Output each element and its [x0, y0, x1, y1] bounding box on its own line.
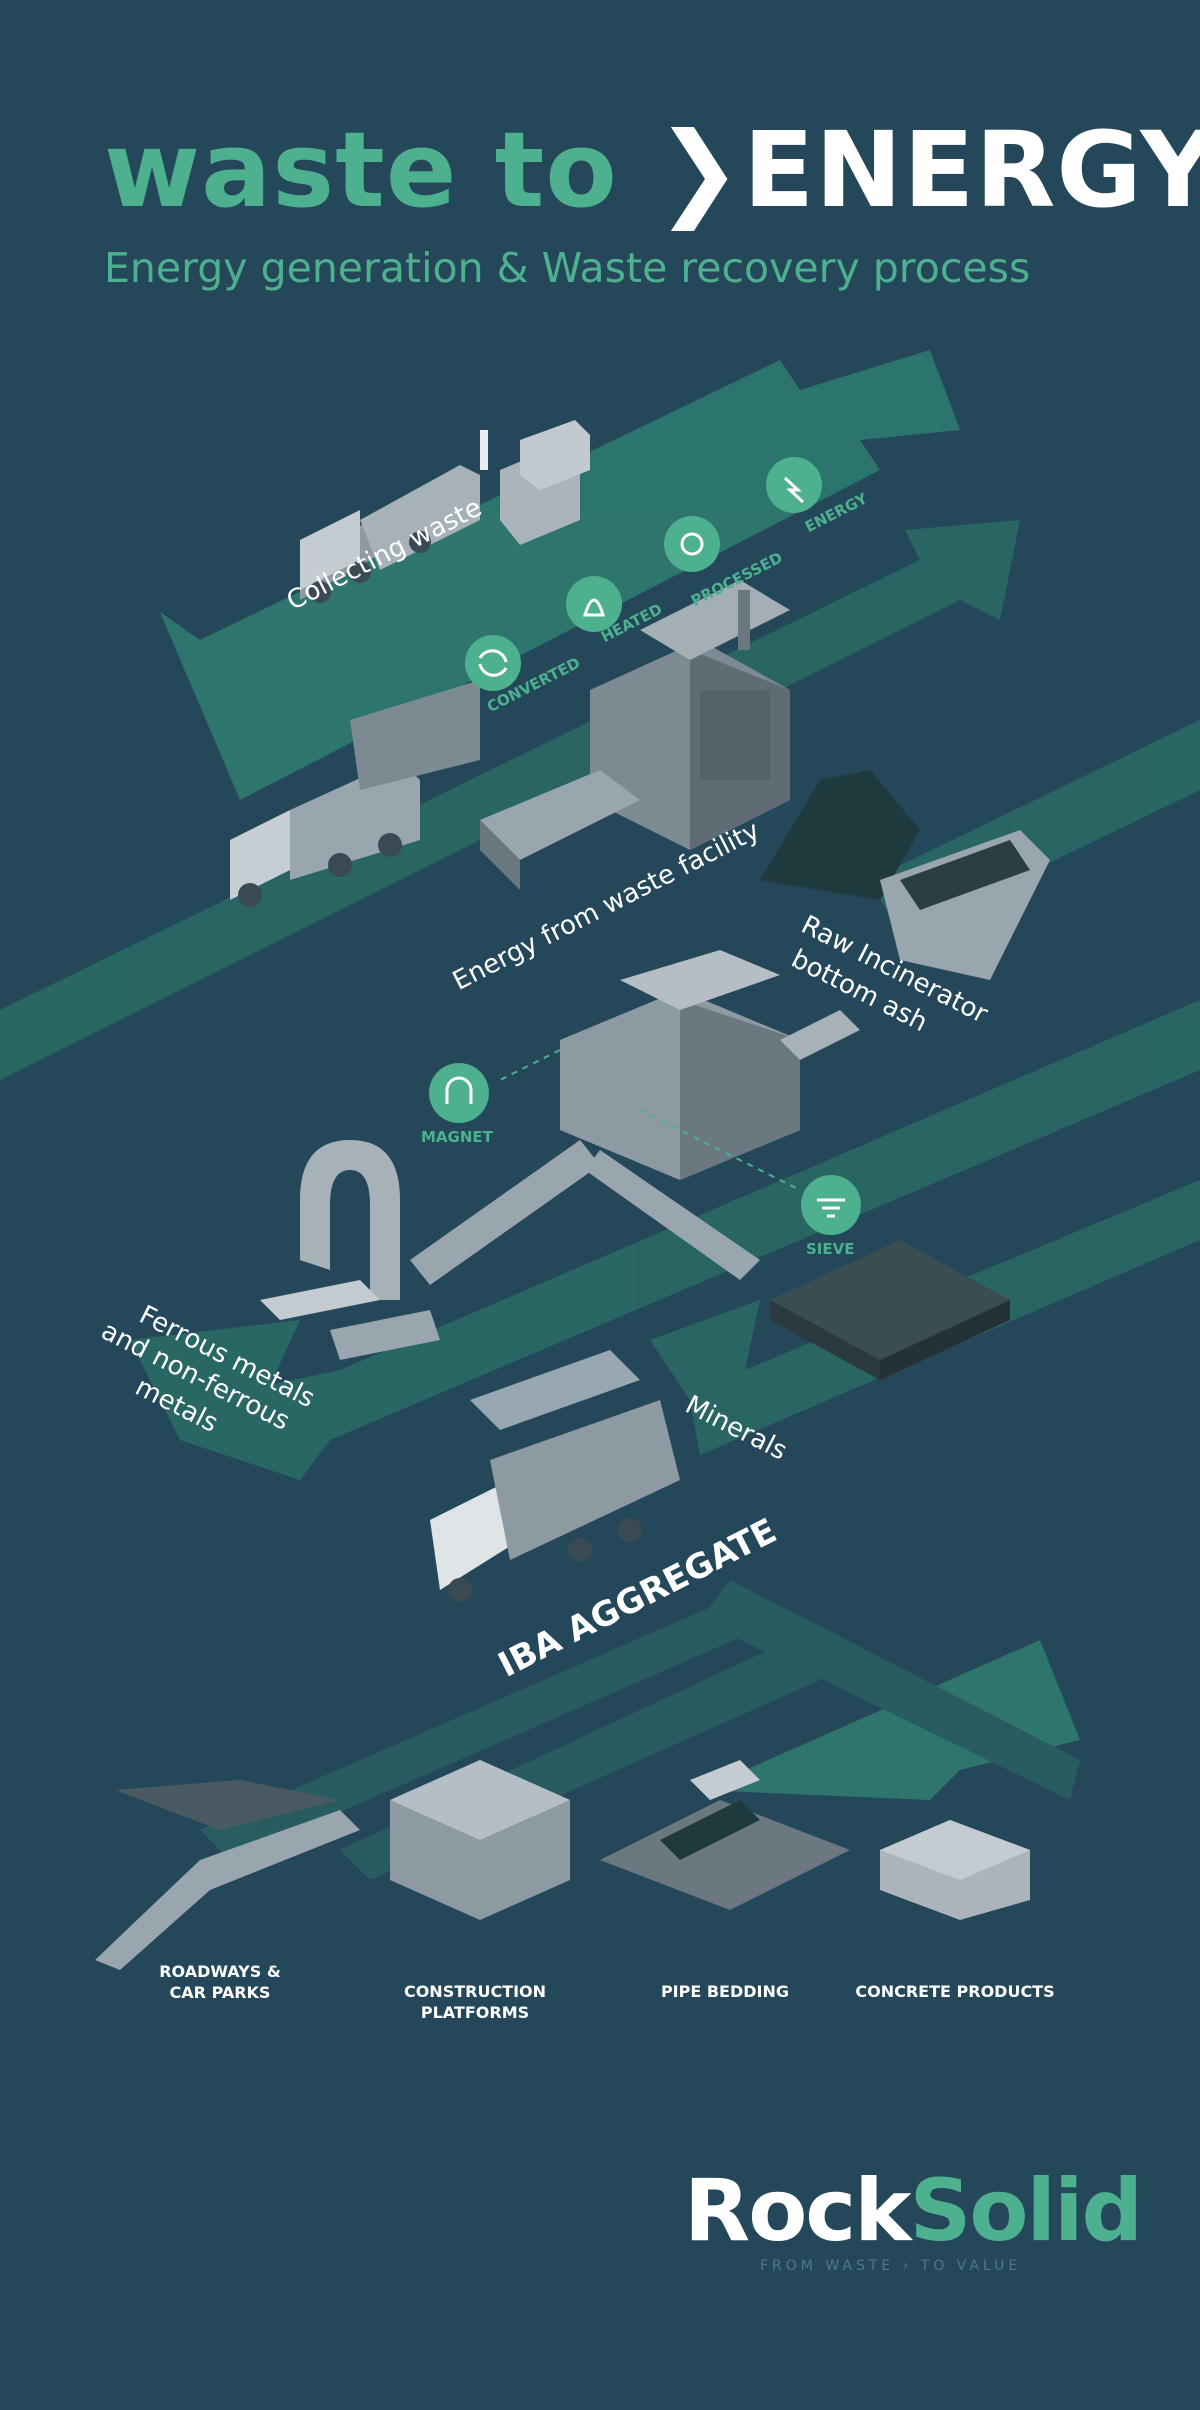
sieve-icon	[801, 1175, 861, 1235]
waste-bins-illustration	[480, 420, 590, 545]
flow-arrow-upper	[0, 520, 1020, 1080]
aggregate-truck-illustration	[430, 1350, 680, 1602]
flow-arrows	[0, 350, 1200, 1880]
magnet-icon	[429, 1063, 489, 1123]
sieve-dashed-arrow	[639, 1109, 801, 1191]
concrete-blocks-illustration	[880, 1820, 1030, 1920]
sieve-tray-illustration	[770, 1240, 1010, 1380]
brand-tagline: FROM WASTE › TO VALUE	[760, 2258, 1022, 2274]
processed-icon	[664, 516, 720, 572]
chevron-right-icon: ❯	[655, 109, 744, 231]
use-label-concrete: CONCRETE PRODUCTS	[855, 1982, 1055, 2001]
construction-platform-illustration	[390, 1760, 570, 1920]
brand-logo: RockSolid	[684, 2168, 1143, 2254]
badge-label-sieve: SIEVE	[806, 1240, 855, 1258]
tipper-truck-illustration	[230, 680, 480, 907]
facility-illustration	[480, 580, 790, 890]
badge-label-magnet: MAGNET	[421, 1128, 493, 1146]
use-label-roadways: ROADWAYS & CAR PARKS	[159, 1962, 281, 2002]
badge-glyphs	[445, 476, 845, 1218]
logo-part1: Rock	[684, 2161, 911, 2261]
magnet-dashed-arrow	[499, 1049, 561, 1081]
flow-arrow-top	[160, 350, 960, 800]
title-part2: ENERGY	[743, 109, 1200, 231]
flow-arrow-lower-4	[700, 1580, 1080, 1800]
garbage-truck-illustration	[300, 465, 480, 603]
ash-skip-illustration	[760, 770, 1050, 980]
use-label-construction: CONSTRUCTION PLATFORMS	[403, 1982, 547, 2022]
title-part1: waste to	[104, 109, 618, 231]
magnet-arch-illustration	[260, 1140, 440, 1360]
flow-arrow-lower-3	[700, 1640, 1080, 1800]
flow-arrow-lower-1	[200, 1590, 780, 1860]
page-subtitle: Energy generation & Waste recovery proce…	[104, 244, 1031, 292]
heated-icon	[566, 576, 622, 632]
processing-plant-illustration	[410, 950, 860, 1285]
pipe-bedding-illustration	[600, 1760, 850, 1910]
flow-arrow-middle	[130, 1000, 1200, 1480]
page-title: waste to ❯ENERGY	[104, 118, 1200, 222]
logo-part2: Solid	[909, 2161, 1143, 2261]
use-label-pipe-bedding: PIPE BEDDING	[660, 1982, 790, 2001]
converted-icon	[465, 635, 521, 691]
roadway-bridge-illustration	[95, 1780, 360, 1970]
